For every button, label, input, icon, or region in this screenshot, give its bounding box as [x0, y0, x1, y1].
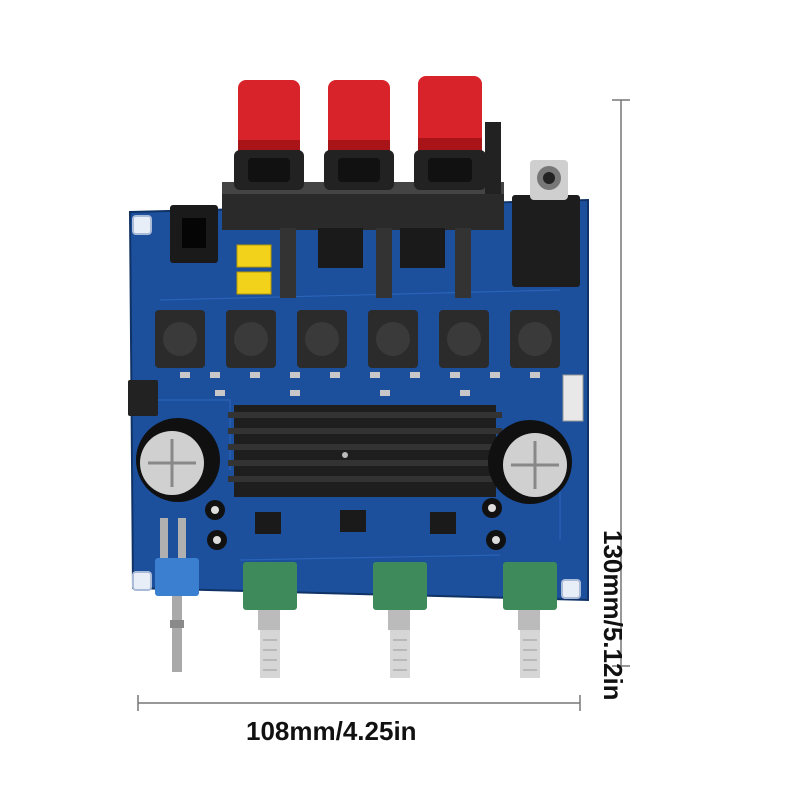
- capacitor-right: [488, 420, 572, 504]
- smd-components: [180, 372, 540, 396]
- inductor-6: [510, 310, 560, 368]
- ic-chips: [255, 510, 456, 534]
- capacitor-left: [136, 418, 220, 502]
- speaker-terminal-middle: [324, 80, 394, 190]
- inductor-1: [155, 310, 205, 368]
- speaker-terminal-block: [222, 122, 504, 298]
- speaker-terminal-right: [414, 76, 486, 190]
- rca-jack: [512, 160, 580, 287]
- inductor-4: [368, 310, 418, 368]
- potentiometer-2: [373, 562, 427, 678]
- audio-input-jack: [170, 205, 218, 263]
- width-dimension-label: 108mm/4.25in: [246, 716, 417, 746]
- height-dimension-line: [612, 99, 630, 667]
- height-dimension-label: 130mm/5.12in: [598, 530, 628, 701]
- pcb-board: [128, 198, 589, 602]
- heatsink: [228, 405, 502, 497]
- small-capacitors: [205, 498, 506, 550]
- power-switch: [155, 518, 199, 672]
- inductors: [155, 310, 560, 368]
- inductor-5: [439, 310, 489, 368]
- potentiometer-1: [243, 562, 297, 678]
- potentiometer-3: [503, 562, 557, 678]
- mounting-holes: [132, 215, 581, 599]
- inductor-2: [226, 310, 276, 368]
- inductor-3: [297, 310, 347, 368]
- white-connector: [562, 374, 584, 422]
- yellow-capacitors: [236, 244, 272, 295]
- speaker-terminal-left: [234, 80, 304, 190]
- width-dimension-line: [137, 695, 581, 711]
- voltage-regulator: [128, 380, 158, 416]
